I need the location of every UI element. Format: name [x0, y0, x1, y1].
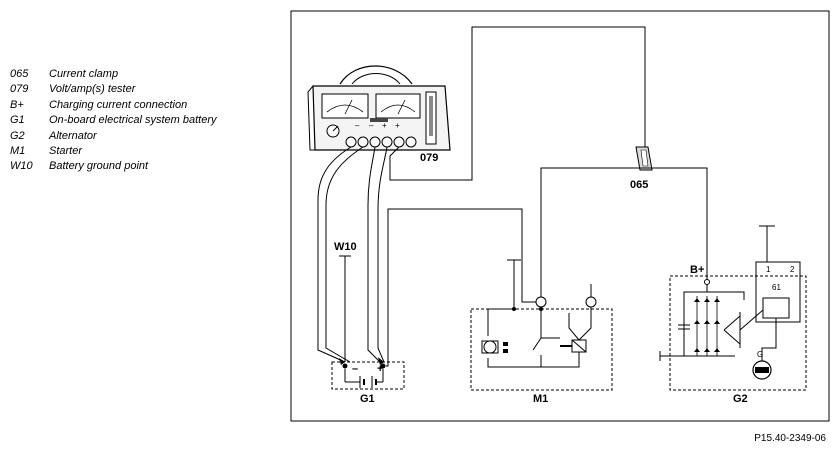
legend-item: B+ Charging current connection	[10, 98, 217, 113]
alt-pin-2: 2	[790, 265, 795, 274]
alt-g: G	[757, 350, 763, 359]
legend-text: Starter	[49, 144, 83, 157]
legend-item: 065 Current clamp	[10, 67, 217, 82]
legend-text: Battery ground point	[49, 160, 149, 173]
legend-text: Volt/amp(s) tester	[49, 83, 136, 96]
legend-text: On-board electrical system battery	[49, 114, 217, 127]
legend-text: Current clamp	[49, 68, 119, 80]
tester-label: 079	[420, 152, 438, 164]
svg-text:–: –	[355, 121, 360, 130]
legend-item: G2 Alternator	[10, 129, 217, 144]
legend-item: M1 Starter	[10, 144, 217, 159]
battery-plus: +	[377, 363, 383, 375]
battery-label: G1	[360, 393, 375, 405]
legend: 065 Current clamp 079 Volt/amp(s) tester B…	[10, 67, 217, 175]
legend-code: B+	[10, 98, 24, 111]
figure-reference: P15.40-2349-06	[754, 433, 826, 444]
ground-label: W10	[334, 241, 357, 253]
legend-code: 079	[10, 83, 29, 96]
starter-m1	[470, 259, 613, 391]
current-clamp	[635, 146, 653, 171]
legend-text: Alternator	[49, 129, 97, 142]
starter-label: M1	[533, 393, 548, 405]
legend-text: Charging current connection	[49, 98, 188, 111]
clamp-label: 065	[630, 179, 648, 191]
legend-item: G1 On-board electrical system battery	[10, 113, 217, 128]
charge-terminal-label: B+	[690, 264, 704, 276]
alt-pin-1: 1	[766, 265, 771, 274]
volt-amp-tester: – – + +	[307, 65, 451, 151]
diagram-frame	[290, 10, 830, 422]
legend-item: 079 Volt/amp(s) tester	[10, 82, 217, 97]
svg-text:–: –	[369, 121, 374, 130]
test-leads	[317, 146, 388, 363]
battery-g1: – +	[331, 361, 405, 390]
svg-text:+: +	[395, 121, 400, 130]
legend-code: W10	[10, 160, 33, 173]
legend-item: W10 Battery ground point	[10, 159, 217, 174]
legend-code: 065	[10, 68, 29, 80]
legend-code: G2	[10, 129, 25, 142]
svg-text:+: +	[382, 121, 387, 130]
alt-pin-61: 61	[772, 283, 781, 292]
alternator-g2: 1 2 61 G	[659, 225, 807, 391]
legend-code: G1	[10, 114, 25, 127]
alternator-label: G2	[733, 393, 748, 405]
battery-minus: –	[352, 363, 358, 375]
legend-code: M1	[10, 144, 26, 157]
